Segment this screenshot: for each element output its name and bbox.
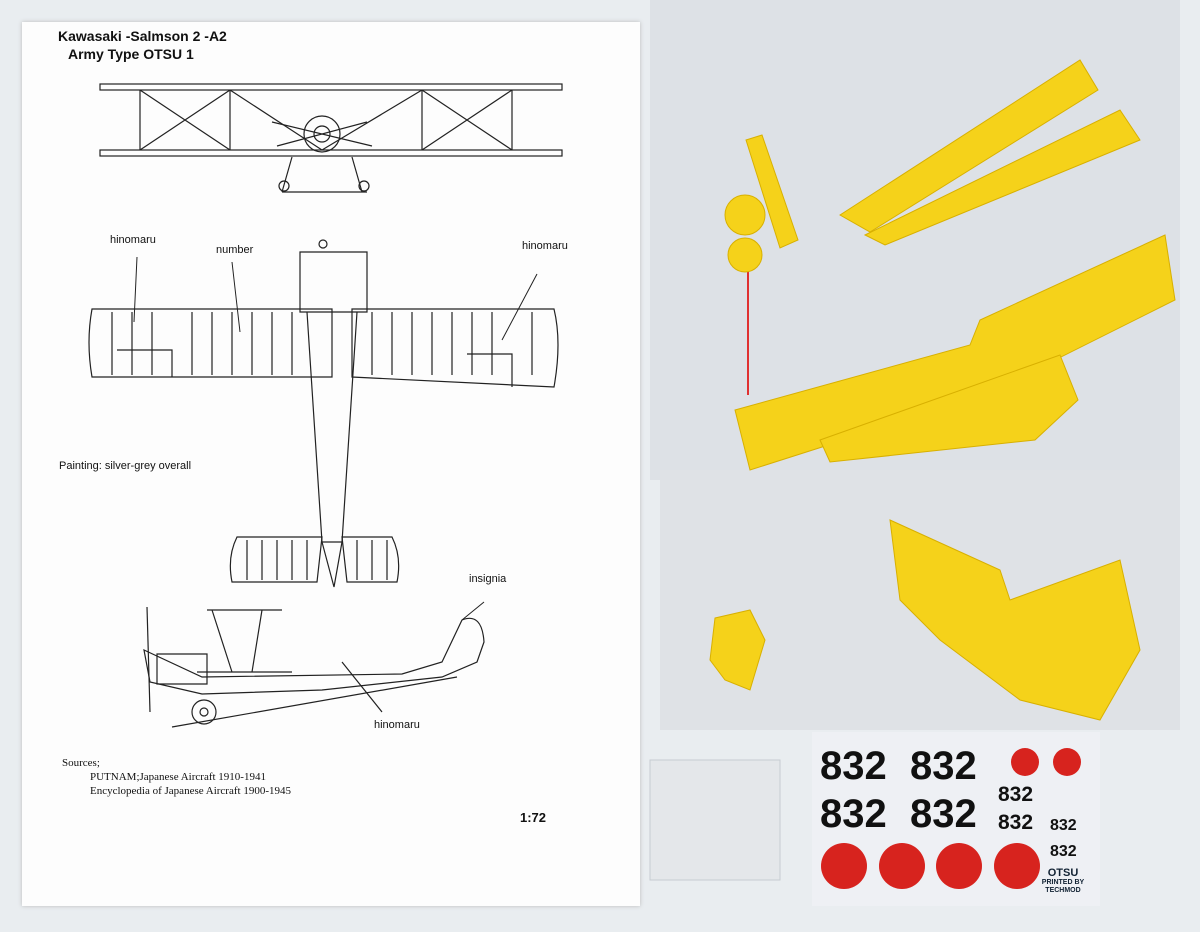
decal-printer-line: PRINTED BY (1041, 879, 1085, 886)
source-item: Encyclopedia of Japanese Aircraft 1900-1… (90, 785, 291, 797)
hinomaru-decal-large (821, 843, 867, 889)
side-view-drawing (143, 606, 485, 728)
sprue-small-parts (889, 519, 1141, 721)
label-insignia: insignia (469, 573, 507, 585)
decal-number-large: 832 (910, 744, 977, 788)
sheet-subtitle: Army Type OTSU 1 (68, 46, 194, 62)
decal-number-small: 832 (998, 783, 1034, 806)
source-item: PUTNAM;Japanese Aircraft 1910-1941 (90, 771, 266, 783)
label-hinomaru-wing-right: hinomaru (522, 240, 568, 252)
label-hinomaru-wing-left: hinomaru (110, 234, 156, 246)
engine-part (724, 194, 766, 236)
clear-parts-bag (649, 759, 781, 881)
hinomaru-decal-large (994, 843, 1040, 889)
label-hinomaru-fuselage: hinomaru (374, 719, 420, 731)
wheel-part (727, 237, 763, 273)
decal-number-small: 832 (1050, 843, 1077, 860)
sources-heading: Sources; (62, 757, 100, 769)
fuselage-half (863, 109, 1141, 246)
decal-number-small: 832 (998, 811, 1034, 834)
lower-wing-tail (819, 354, 1079, 463)
leader-lines (133, 256, 538, 621)
upper-wing (734, 234, 1176, 471)
scale-label: 1:72 (520, 810, 547, 825)
hinomaru-decal-small (1053, 748, 1081, 776)
decal-number-small: 832 (1050, 817, 1077, 834)
decal-sheet: 832 832 832 832 832 832 832 832 OTSU PRI… (812, 732, 1100, 906)
top-view-drawing (88, 239, 559, 588)
decal-number-large: 832 (910, 792, 977, 836)
hinomaru-decal-small (1011, 748, 1039, 776)
small-resin-parts (709, 609, 766, 691)
label-number: number (216, 244, 254, 256)
aircraft-drawings (88, 83, 563, 728)
sheet-title: Kawasaki -Salmson 2 -A2 (58, 28, 227, 44)
decal-printer-line: TECHMOD (1045, 887, 1081, 894)
instruction-sheet: Kawasaki -Salmson 2 -A2 Army Type OTSU 1 (22, 22, 640, 906)
front-view-drawing (99, 83, 563, 193)
decal-number-large: 832 (820, 792, 887, 836)
decal-number-large: 832 (820, 744, 887, 788)
resin-parts-photo (649, 0, 1180, 881)
painting-note: Painting: silver-grey overall (59, 460, 192, 472)
fuselage-half (839, 59, 1099, 233)
hinomaru-decal-large (936, 843, 982, 889)
decal-title: OTSU (1047, 867, 1079, 879)
hinomaru-decal-large (879, 843, 925, 889)
cowling-part (745, 134, 799, 249)
